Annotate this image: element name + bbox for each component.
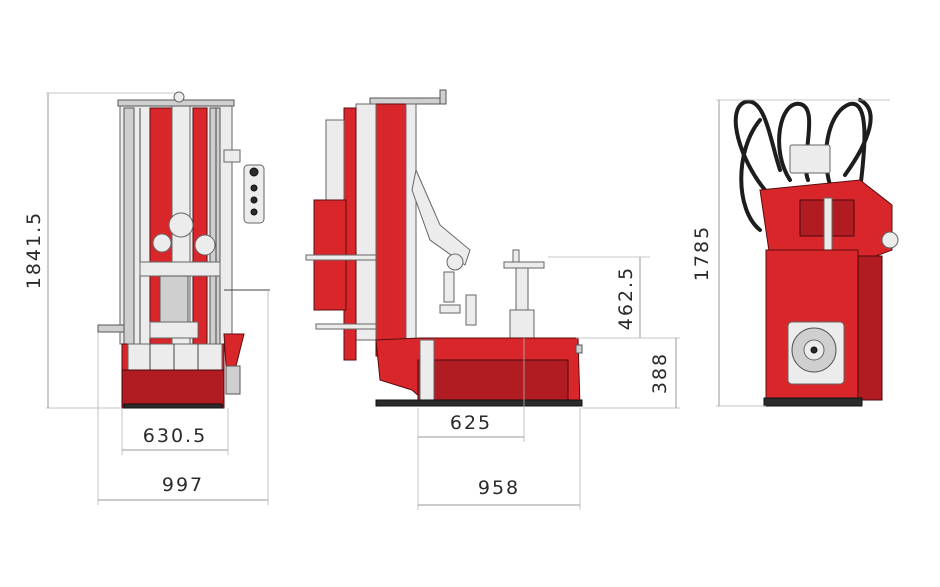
- rear-dimensions: 1785: [691, 99, 890, 407]
- dim-side-total-width: 958: [478, 477, 520, 499]
- dim-side-upper-height: 462.5: [615, 266, 637, 330]
- rear-view: [733, 98, 899, 407]
- dim-front-height: 1841.5: [23, 211, 45, 289]
- dim-front-total-width: 997: [162, 474, 204, 496]
- side-view: [305, 89, 583, 407]
- front-dimensions: 1841.5 630.5 997: [23, 92, 269, 505]
- dim-side-lower-height: 388: [649, 352, 671, 394]
- dim-rear-height: 1785: [691, 225, 713, 281]
- side-dimensions: 462.5 388 625 958: [417, 256, 680, 510]
- front-view: [97, 91, 270, 409]
- dim-side-turntable-width: 625: [450, 412, 492, 434]
- dim-front-inner-width: 630.5: [143, 425, 207, 447]
